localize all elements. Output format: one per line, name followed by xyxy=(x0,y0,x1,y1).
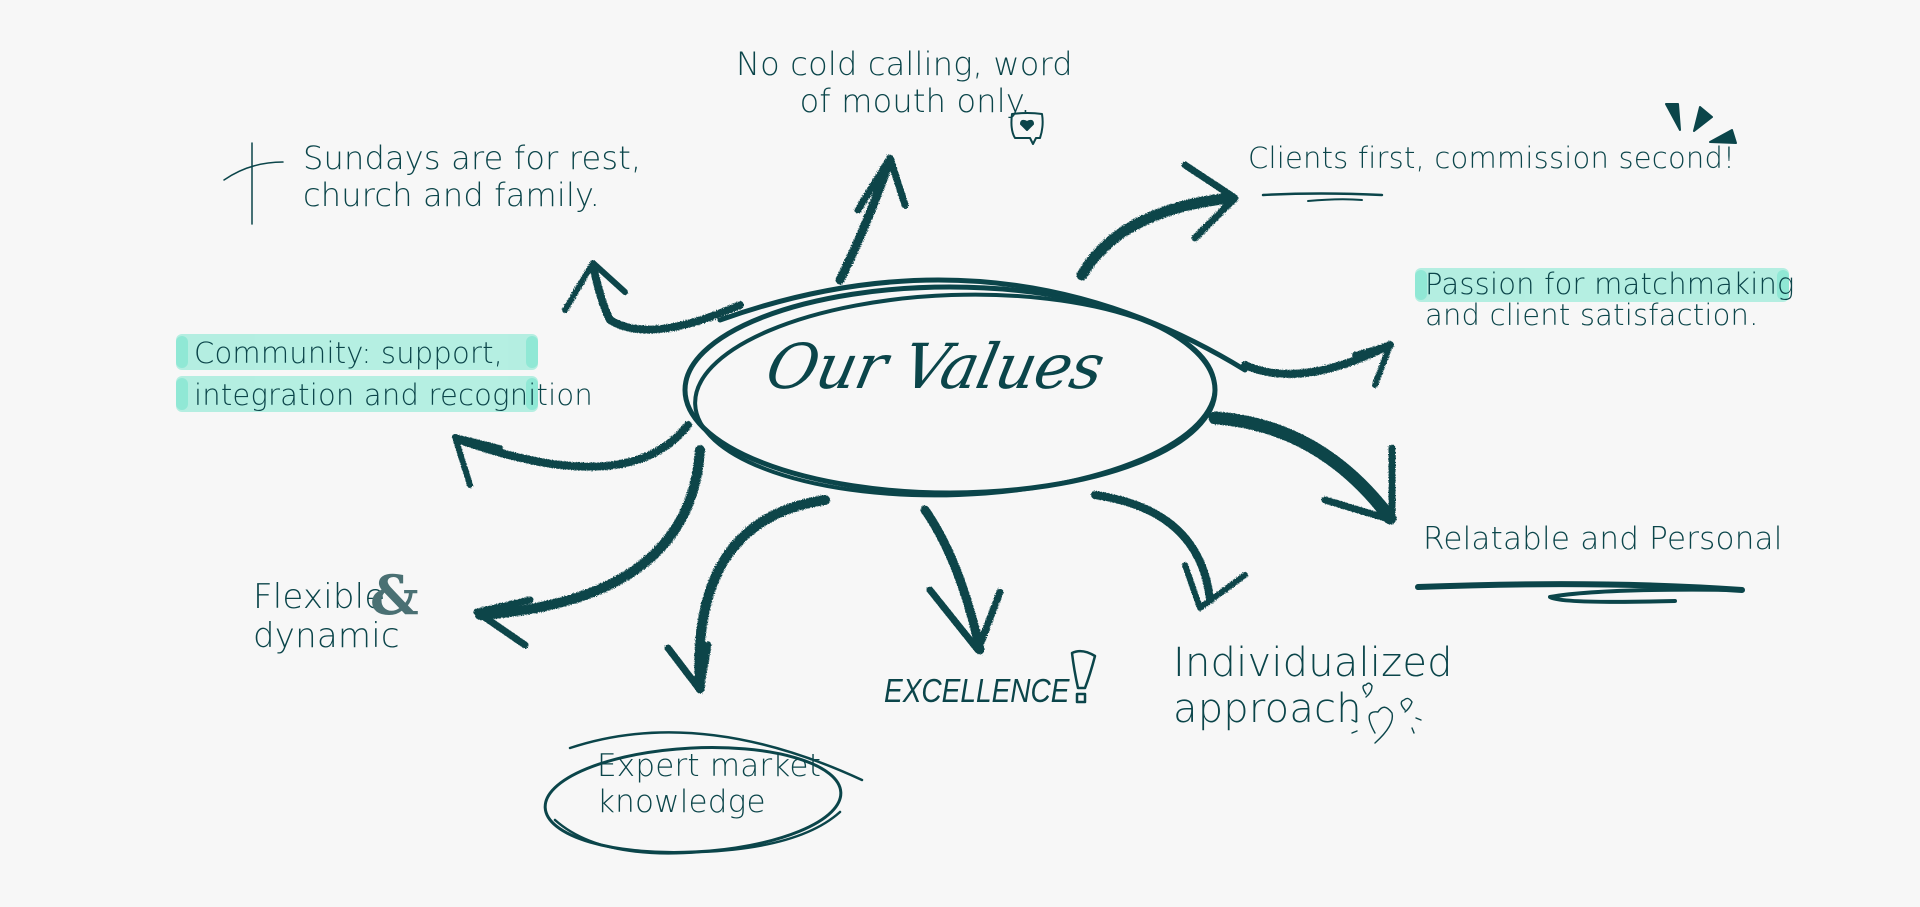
arrow-to-excellence xyxy=(920,505,1004,655)
value-flexible: Flexible dynamic xyxy=(253,577,400,657)
value-line: Relatable and Personal xyxy=(1423,521,1783,557)
value-line: No cold calling, word xyxy=(736,45,1073,83)
arrow-to-relatable xyxy=(1208,411,1397,525)
value-line: Expert market xyxy=(597,748,822,784)
value-line: Sundays are for rest, xyxy=(303,139,642,177)
arrow-to-no-cold-calling xyxy=(835,154,909,285)
value-line: knowledge xyxy=(597,784,766,820)
center-ellipse xyxy=(682,277,1248,498)
passion-highlight xyxy=(1415,268,1789,302)
value-line: approach xyxy=(1173,686,1362,732)
value-line: integration and recognition xyxy=(194,378,593,412)
value-relatable: Relatable and Personal xyxy=(1423,521,1783,558)
value-passion: Passion for matchmaking and client satis… xyxy=(1425,267,1795,333)
clients-first-underline xyxy=(1261,192,1384,202)
relatable-underline-swoosh xyxy=(1415,581,1745,604)
arrow-to-flexible xyxy=(473,445,705,649)
community-highlight-2 xyxy=(176,376,538,412)
value-expert: Expert market knowledge xyxy=(597,748,821,820)
arrow-to-sundays xyxy=(562,260,744,334)
value-line: Flexible xyxy=(253,577,386,617)
community-highlight-1 xyxy=(176,334,538,370)
value-line: of mouth only. xyxy=(799,81,1031,120)
exclamation-icon xyxy=(1070,649,1097,704)
value-clients-first: Clients first, commission second! xyxy=(1248,141,1735,175)
value-line: EXCELLENCE xyxy=(884,672,1070,709)
value-line: Community: support, xyxy=(194,336,504,370)
center-title: Our Values xyxy=(760,330,1110,403)
hearts-icon xyxy=(1351,682,1422,744)
value-sundays: Sundays are for rest, church and family. xyxy=(303,140,641,214)
value-line: dynamic xyxy=(253,616,400,657)
cross-icon xyxy=(223,142,284,225)
arrow-to-passion xyxy=(1241,341,1394,388)
expert-circle-scribble xyxy=(543,731,864,855)
value-line: and client satisfaction. xyxy=(1425,298,1759,333)
value-no-cold-calling: No cold calling, word of mouth only. xyxy=(736,46,1073,120)
ampersand-icon: & xyxy=(370,563,419,627)
value-line: Passion for matchmaking xyxy=(1425,267,1795,301)
burst-marks-icon xyxy=(1665,103,1737,144)
value-line: Clients first, commission second! xyxy=(1248,141,1735,175)
arrow-to-clients-first xyxy=(1076,161,1239,281)
value-excellence: EXCELLENCE xyxy=(884,672,1070,710)
arrow-to-individualized xyxy=(1091,491,1248,611)
value-individualized: Individualized approach xyxy=(1173,640,1453,732)
arrow-to-expert xyxy=(664,495,830,694)
value-line: church and family. xyxy=(303,175,601,214)
value-community: Community: support, integration and reco… xyxy=(194,332,593,416)
heart-speech-bubble-icon xyxy=(1010,112,1044,145)
arrow-to-community xyxy=(452,421,692,488)
value-line: Individualized xyxy=(1173,640,1453,686)
